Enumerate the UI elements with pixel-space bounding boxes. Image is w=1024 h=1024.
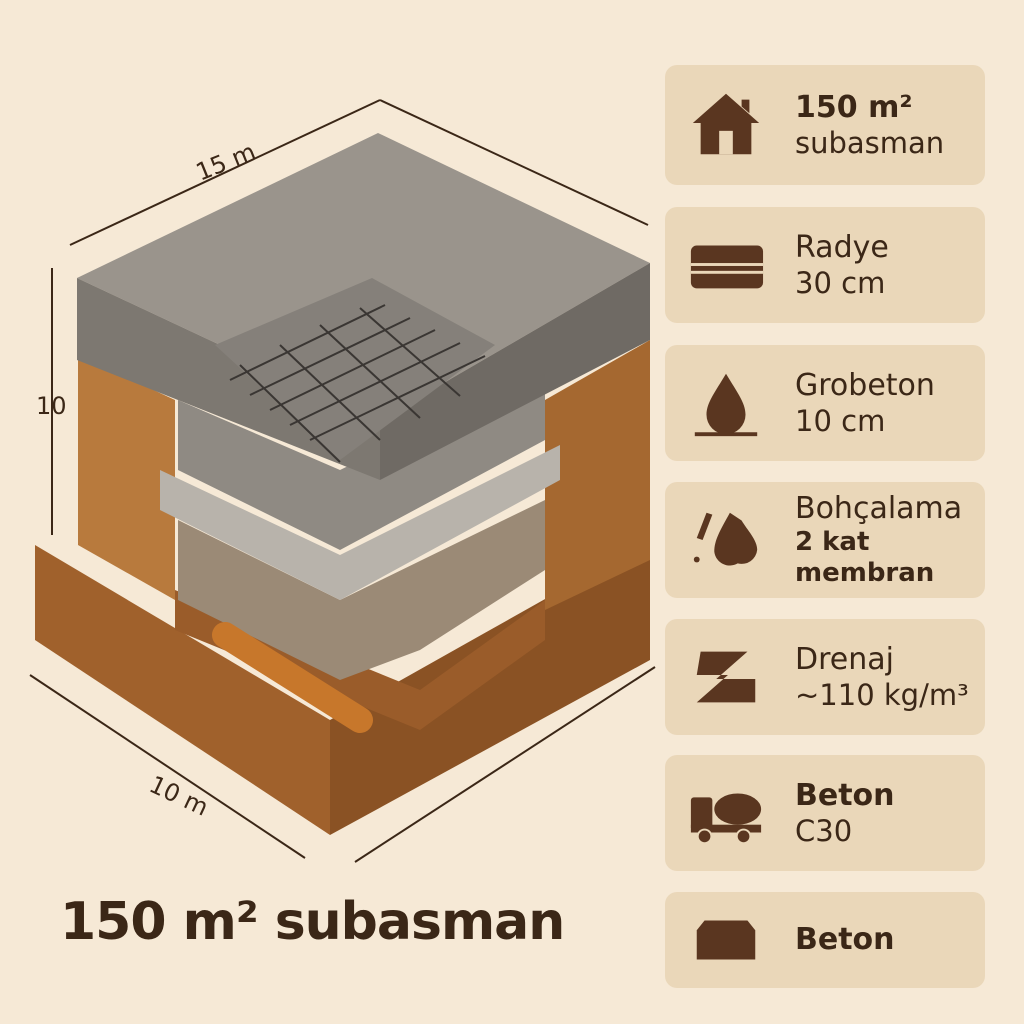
soil-wall-left <box>78 355 175 600</box>
card-title: Drenaj <box>795 641 894 677</box>
card-subtitle: 30 cm <box>795 265 886 300</box>
card-title: Beton <box>795 922 895 957</box>
card-subtitle: 10 cm <box>795 403 886 438</box>
foundation-cross-section-illustration <box>29 99 656 863</box>
card-title: Beton <box>795 777 895 813</box>
dimension-height-label: 10 <box>36 392 67 420</box>
soil-floor <box>175 590 545 730</box>
lean-concrete-layer-top <box>160 445 560 600</box>
card-subtitle: C30 <box>795 813 853 848</box>
card-subtitle: 2 kat membran <box>795 526 935 588</box>
soil-base-right <box>330 540 650 835</box>
raft-slab-front <box>77 278 380 480</box>
raft-slab-top <box>77 133 650 420</box>
concrete-block-icon <box>696 920 756 960</box>
soil-wall-right <box>545 340 650 610</box>
card-subtitle: subasman <box>795 125 945 160</box>
rebar-icon <box>696 651 756 703</box>
card-concrete: Beton <box>665 892 985 988</box>
dimension-lines <box>29 99 656 863</box>
card-title: 150 m² <box>795 89 913 125</box>
card-title: Radye <box>795 229 889 265</box>
raft-slab-right <box>380 263 650 480</box>
card-title: Bohçalama <box>795 490 963 526</box>
drain-pipe <box>212 622 373 733</box>
card-drainage: Drenaj~110 kg/m³ <box>665 619 985 735</box>
concrete-mixer-truck-icon <box>690 793 762 845</box>
water-drop-icon <box>694 373 758 437</box>
house-icon <box>692 93 760 155</box>
card-subtitle: ~110 kg/m³ <box>795 677 969 712</box>
membrane-drops-icon <box>693 512 758 566</box>
slab-layers-icon <box>690 245 764 289</box>
gravel-layer <box>178 500 545 680</box>
card-title: Grobeton <box>795 367 935 403</box>
rebar-mesh <box>229 304 486 463</box>
page-title: 150 m² subasman <box>60 892 565 952</box>
soil-base-front <box>35 545 330 835</box>
